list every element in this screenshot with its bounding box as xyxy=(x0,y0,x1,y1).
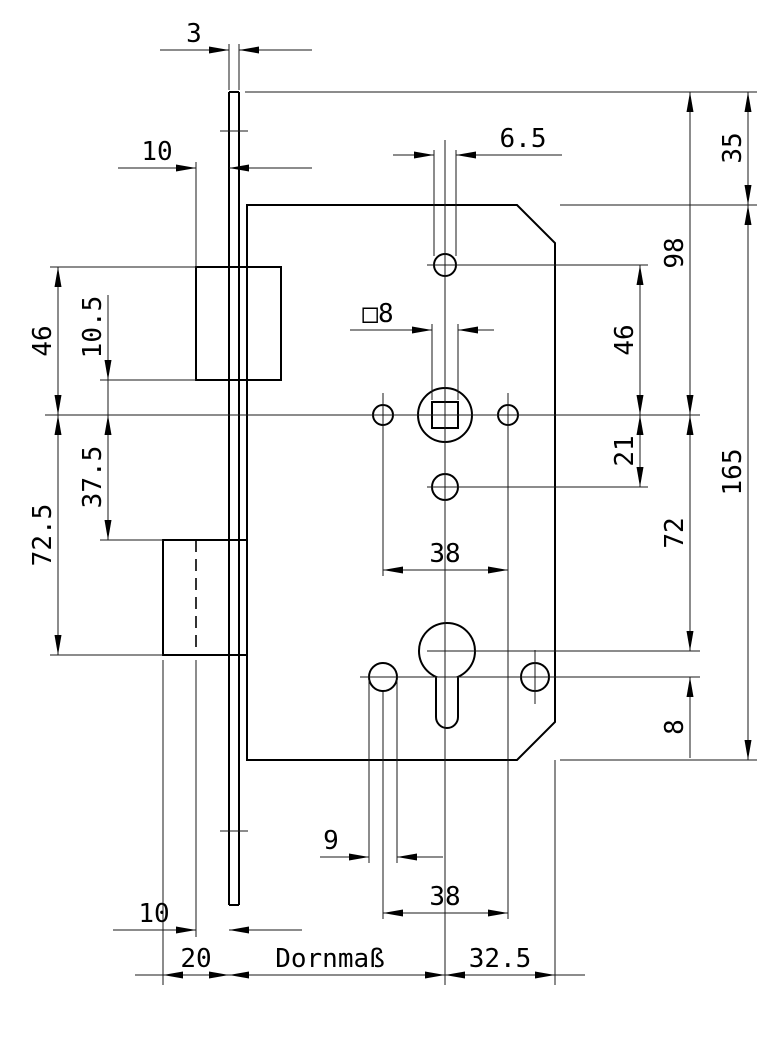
dim-deadbolt-line-offset: 10 xyxy=(138,899,169,929)
dim-lower-hole-spacing: 38 xyxy=(429,882,460,912)
dim-follower-to-lower-hole: 21 xyxy=(610,435,640,466)
dim-follower-to-deadbolt-bottom: 72.5 xyxy=(28,504,58,567)
dim-cylinder-to-hole-offset: 8 xyxy=(660,719,690,735)
dim-faceplate-thickness: 3 xyxy=(186,19,202,49)
lock-case-outline xyxy=(246,204,556,761)
faceplate xyxy=(220,91,248,906)
dim-follower-to-cylinder: 72 xyxy=(660,517,690,548)
dim-case-height: 165 xyxy=(718,449,748,496)
dim-follower-to-deadbolt-top: 37.5 xyxy=(78,446,108,509)
dim-lower-hole-diameter: 9 xyxy=(323,826,339,856)
dim-top-to-follower: 98 xyxy=(660,237,690,268)
dim-top-hole-diameter: 6.5 xyxy=(500,124,547,154)
dimension-arrows xyxy=(54,46,752,979)
dim-latch-bottom-to-follower: 10.5 xyxy=(78,296,108,359)
dimension-labels: 3 10 6.5 □8 38 9 38 10 20 Dornmaß 32.5 4… xyxy=(28,19,748,974)
dim-deadbolt-throw: 20 xyxy=(180,944,211,974)
latch-bolt xyxy=(195,266,282,381)
dim-latch-protrusion: 10 xyxy=(141,137,172,167)
dim-top-hole-to-follower: 46 xyxy=(610,324,640,355)
dim-cylinder-to-edge: 32.5 xyxy=(469,944,532,974)
label-backset-dornmass: Dornmaß xyxy=(275,944,385,974)
dim-latch-top-to-follower: 46 xyxy=(28,325,58,356)
dim-faceplate-overhang-top: 35 xyxy=(718,132,748,163)
centerlines-and-extensions xyxy=(45,44,757,985)
dim-upper-hole-spacing: 38 xyxy=(429,539,460,569)
dead-bolt xyxy=(162,539,248,656)
dim-follower-square: □8 xyxy=(362,299,393,329)
